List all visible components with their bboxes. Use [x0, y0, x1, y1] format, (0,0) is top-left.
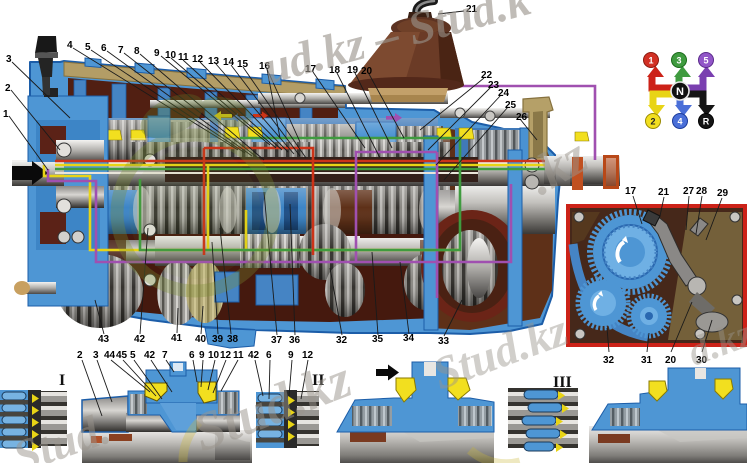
- svg-text:12: 12: [192, 54, 204, 65]
- svg-text:42: 42: [144, 350, 156, 361]
- svg-text:32: 32: [603, 355, 615, 366]
- svg-text:3: 3: [676, 56, 681, 66]
- svg-text:3: 3: [6, 54, 12, 65]
- svg-text:40: 40: [195, 334, 207, 345]
- svg-text:41: 41: [171, 333, 183, 344]
- svg-text:32: 32: [336, 335, 348, 346]
- svg-text:21: 21: [658, 187, 670, 198]
- svg-text:26: 26: [516, 112, 528, 123]
- svg-text:6: 6: [101, 43, 107, 54]
- svg-text:45: 45: [116, 350, 128, 361]
- svg-text:4: 4: [677, 117, 682, 127]
- svg-text:1: 1: [3, 109, 9, 120]
- svg-text:34: 34: [403, 333, 415, 344]
- svg-text:2: 2: [5, 83, 11, 94]
- svg-text:22: 22: [481, 70, 493, 81]
- svg-text:36: 36: [289, 335, 301, 346]
- svg-text:23: 23: [488, 80, 500, 91]
- svg-text:42: 42: [248, 350, 260, 361]
- svg-text:33: 33: [438, 336, 450, 347]
- svg-text:9: 9: [199, 350, 205, 361]
- svg-text:2: 2: [650, 117, 655, 127]
- svg-text:12: 12: [220, 350, 232, 361]
- svg-text:17: 17: [625, 186, 637, 197]
- svg-text:12: 12: [302, 350, 314, 361]
- svg-text:7: 7: [118, 45, 124, 56]
- svg-text:I: I: [59, 372, 65, 389]
- svg-text:31: 31: [641, 355, 653, 366]
- svg-text:18: 18: [329, 65, 341, 76]
- svg-text:III: III: [553, 374, 572, 391]
- svg-text:20: 20: [361, 66, 373, 77]
- svg-text:16: 16: [259, 61, 271, 72]
- svg-text:37: 37: [271, 335, 283, 346]
- svg-text:9: 9: [288, 350, 294, 361]
- svg-text:II: II: [312, 372, 324, 389]
- svg-text:17: 17: [305, 64, 317, 75]
- svg-text:27: 27: [683, 186, 695, 197]
- svg-text:42: 42: [134, 334, 146, 345]
- svg-text:24: 24: [498, 88, 510, 99]
- svg-text:10: 10: [165, 50, 177, 61]
- svg-text:39: 39: [212, 334, 224, 345]
- svg-text:30: 30: [696, 355, 708, 366]
- svg-text:R: R: [703, 117, 710, 127]
- svg-text:5: 5: [85, 42, 91, 53]
- svg-text:N: N: [676, 86, 684, 98]
- svg-text:4: 4: [67, 40, 73, 51]
- svg-text:10: 10: [208, 350, 220, 361]
- svg-text:28: 28: [696, 186, 708, 197]
- svg-text:6: 6: [189, 350, 195, 361]
- svg-text:44: 44: [104, 350, 116, 361]
- svg-text:8: 8: [134, 46, 140, 57]
- svg-text:5: 5: [130, 350, 136, 361]
- svg-text:20: 20: [665, 355, 677, 366]
- svg-text:11: 11: [178, 52, 189, 63]
- svg-text:38: 38: [227, 334, 239, 345]
- svg-text:25: 25: [505, 100, 517, 111]
- svg-text:14: 14: [223, 57, 235, 68]
- svg-text:5: 5: [703, 56, 708, 66]
- svg-text:15: 15: [237, 59, 249, 70]
- svg-text:9: 9: [154, 48, 160, 59]
- svg-text:7: 7: [162, 350, 168, 361]
- svg-text:13: 13: [208, 56, 220, 67]
- svg-text:6: 6: [266, 350, 272, 361]
- svg-text:2: 2: [77, 350, 83, 361]
- svg-text:3: 3: [93, 350, 99, 361]
- svg-text:43: 43: [98, 334, 110, 345]
- svg-text:29: 29: [717, 188, 729, 199]
- svg-text:19: 19: [347, 65, 359, 76]
- svg-text:11: 11: [233, 350, 244, 361]
- svg-text:21: 21: [466, 4, 478, 15]
- svg-text:1: 1: [648, 56, 653, 66]
- svg-text:35: 35: [372, 334, 384, 345]
